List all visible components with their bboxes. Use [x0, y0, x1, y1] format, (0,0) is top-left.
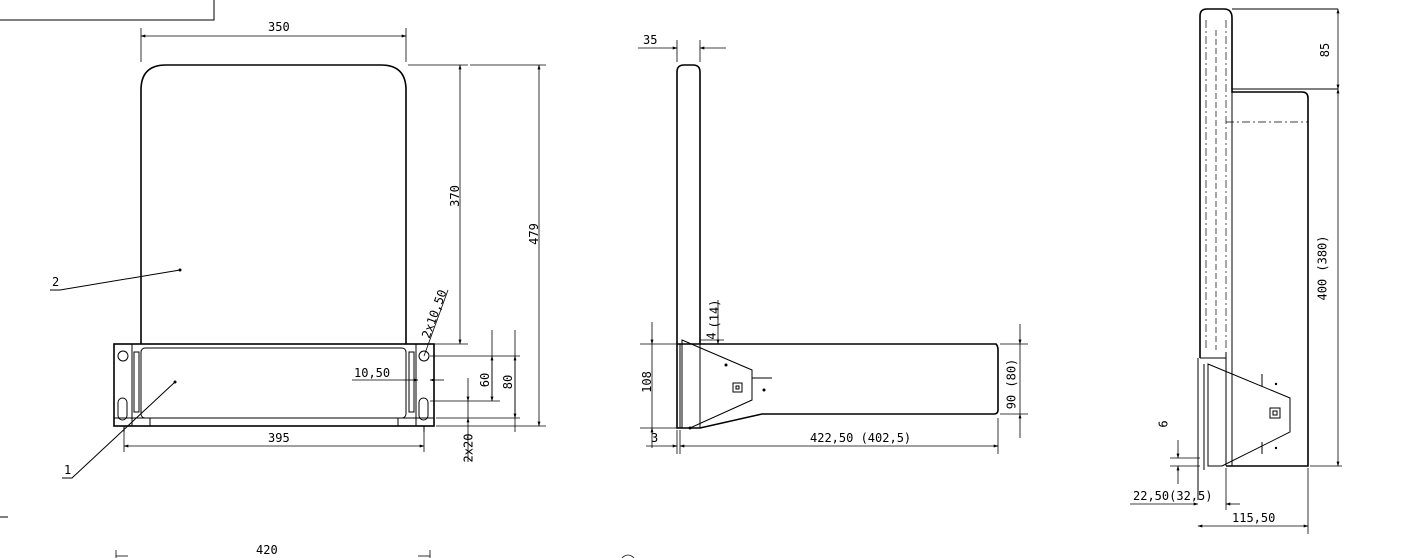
dim-80: 80	[501, 375, 515, 389]
end-bracket	[1207, 363, 1291, 467]
dim-479: 479	[527, 223, 541, 245]
dim-422-50: 422,50 (402,5)	[810, 431, 911, 445]
part-label-2: 2	[52, 275, 59, 289]
side-view: 35 (14) 4 108 3 422,50 (402,5) 90 (80)	[638, 33, 1028, 454]
mount-hole-right	[418, 350, 430, 362]
dim-4: 4	[705, 332, 719, 339]
dim-395: 395	[268, 431, 290, 445]
base-tray	[140, 347, 407, 419]
dim-85: 85	[1318, 43, 1332, 57]
front-view: 2 1 350 395 370 479 2x10,50 10,50	[50, 20, 546, 479]
base-side-strip	[133, 351, 140, 413]
side-base	[676, 343, 999, 429]
side-panel	[676, 64, 701, 344]
back-panel	[140, 64, 407, 344]
dim-90-80: 90 (80)	[1004, 359, 1018, 410]
mount-hole-left	[117, 350, 129, 362]
dim-115-50: 115,50	[1232, 511, 1275, 525]
dim-10-50: 10,50	[354, 366, 390, 380]
dim-6: 6	[1157, 420, 1171, 427]
dim-2x20: 2x20	[461, 434, 475, 463]
mount-slot-right	[418, 397, 429, 421]
base-frame	[113, 343, 435, 427]
mount-slot-left	[117, 397, 128, 421]
dim-420: 420	[256, 543, 278, 557]
dim-400-380: 400 (380)	[1316, 235, 1330, 300]
dim-22-50: 22,50(32,5)	[1133, 489, 1212, 503]
end-view: 85 400 (380) 6 22,50(32,5) 115,50	[1130, 8, 1342, 534]
end-lock-box	[1269, 407, 1281, 419]
bottom-partial-view: 420	[115, 543, 635, 558]
part-label-1: 1	[64, 463, 71, 477]
dim-60: 60	[478, 373, 492, 387]
side-lock-box	[732, 382, 743, 393]
dim-350: 350	[268, 20, 290, 34]
title-block-fragment	[0, 0, 215, 21]
dim-370: 370	[448, 185, 462, 207]
end-panel	[1199, 8, 1309, 467]
dim-14: (14)	[707, 300, 721, 329]
hole-spec: 2x10,50	[419, 288, 449, 340]
dim-3: 3	[651, 431, 658, 445]
dim-108: 108	[640, 371, 654, 393]
side-bracket	[681, 339, 753, 429]
dim-35: 35	[643, 33, 657, 47]
